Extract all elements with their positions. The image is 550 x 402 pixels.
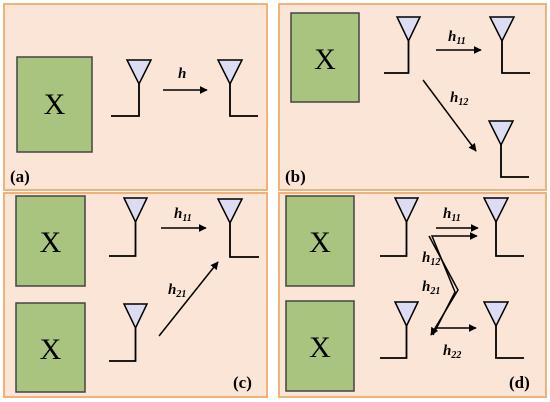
channel-arrow-h12 bbox=[422, 79, 477, 152]
rx-antenna-icon bbox=[216, 59, 258, 117]
rx-antenna-icon bbox=[216, 198, 259, 258]
channel-label-h11: h11 bbox=[448, 29, 466, 47]
tx-antenna-icon bbox=[384, 16, 422, 74]
transmitter-box-text: X bbox=[44, 88, 66, 121]
tx-antenna-icon bbox=[380, 301, 420, 359]
channel-label-h21: h21 bbox=[168, 282, 186, 300]
channel-label-h: h bbox=[178, 66, 186, 82]
panel-c: X X h11 h21 (c) bbox=[3, 192, 268, 398]
transmitter-box bbox=[16, 56, 93, 153]
channel-label-h21: h21 bbox=[422, 279, 440, 297]
rx-antenna-icon bbox=[488, 16, 530, 74]
tx-antenna-icon bbox=[380, 197, 420, 257]
channel-label-h12: h12 bbox=[450, 90, 468, 108]
transmitter-box-1-text: X bbox=[309, 226, 331, 259]
panel-label-c: (c) bbox=[233, 373, 252, 392]
transmitter-box-2-text: X bbox=[40, 333, 62, 366]
channel-arrow-h21 bbox=[430, 232, 478, 336]
rx-antenna-icon bbox=[482, 301, 524, 359]
panel-label-b: (b) bbox=[285, 167, 306, 186]
panel-d: X X h11 h12 h21 h22 (d) bbox=[278, 192, 547, 398]
tx-antenna-icon bbox=[111, 59, 153, 117]
channel-arrow-h21 bbox=[158, 261, 219, 337]
rx-antenna-icon bbox=[482, 197, 524, 257]
panel-label-a: (a) bbox=[10, 167, 30, 186]
tx-antenna-icon bbox=[109, 303, 149, 362]
channel-label-h22: h22 bbox=[443, 343, 461, 361]
channel-label-h11: h11 bbox=[174, 206, 192, 224]
transmitter-box-1 bbox=[15, 195, 86, 287]
panel-label-d: (d) bbox=[509, 373, 530, 392]
channel-label-h12: h12 bbox=[422, 250, 440, 268]
rx-antenna-icon bbox=[487, 120, 529, 178]
transmitter-box bbox=[290, 12, 360, 103]
transmitter-box-1-text: X bbox=[40, 226, 62, 259]
panel-b: X h11 h12 (b) bbox=[278, 3, 547, 191]
transmitter-box-2-text: X bbox=[309, 331, 331, 364]
tx-antenna-icon bbox=[109, 197, 149, 257]
channel-label-h11: h11 bbox=[443, 206, 461, 224]
panel-a: X h (a) bbox=[3, 3, 268, 191]
transmitter-box-2 bbox=[285, 300, 355, 392]
transmitter-box-1 bbox=[285, 195, 355, 287]
transmitter-box-2 bbox=[15, 302, 86, 393]
transmitter-box-text: X bbox=[314, 43, 336, 76]
